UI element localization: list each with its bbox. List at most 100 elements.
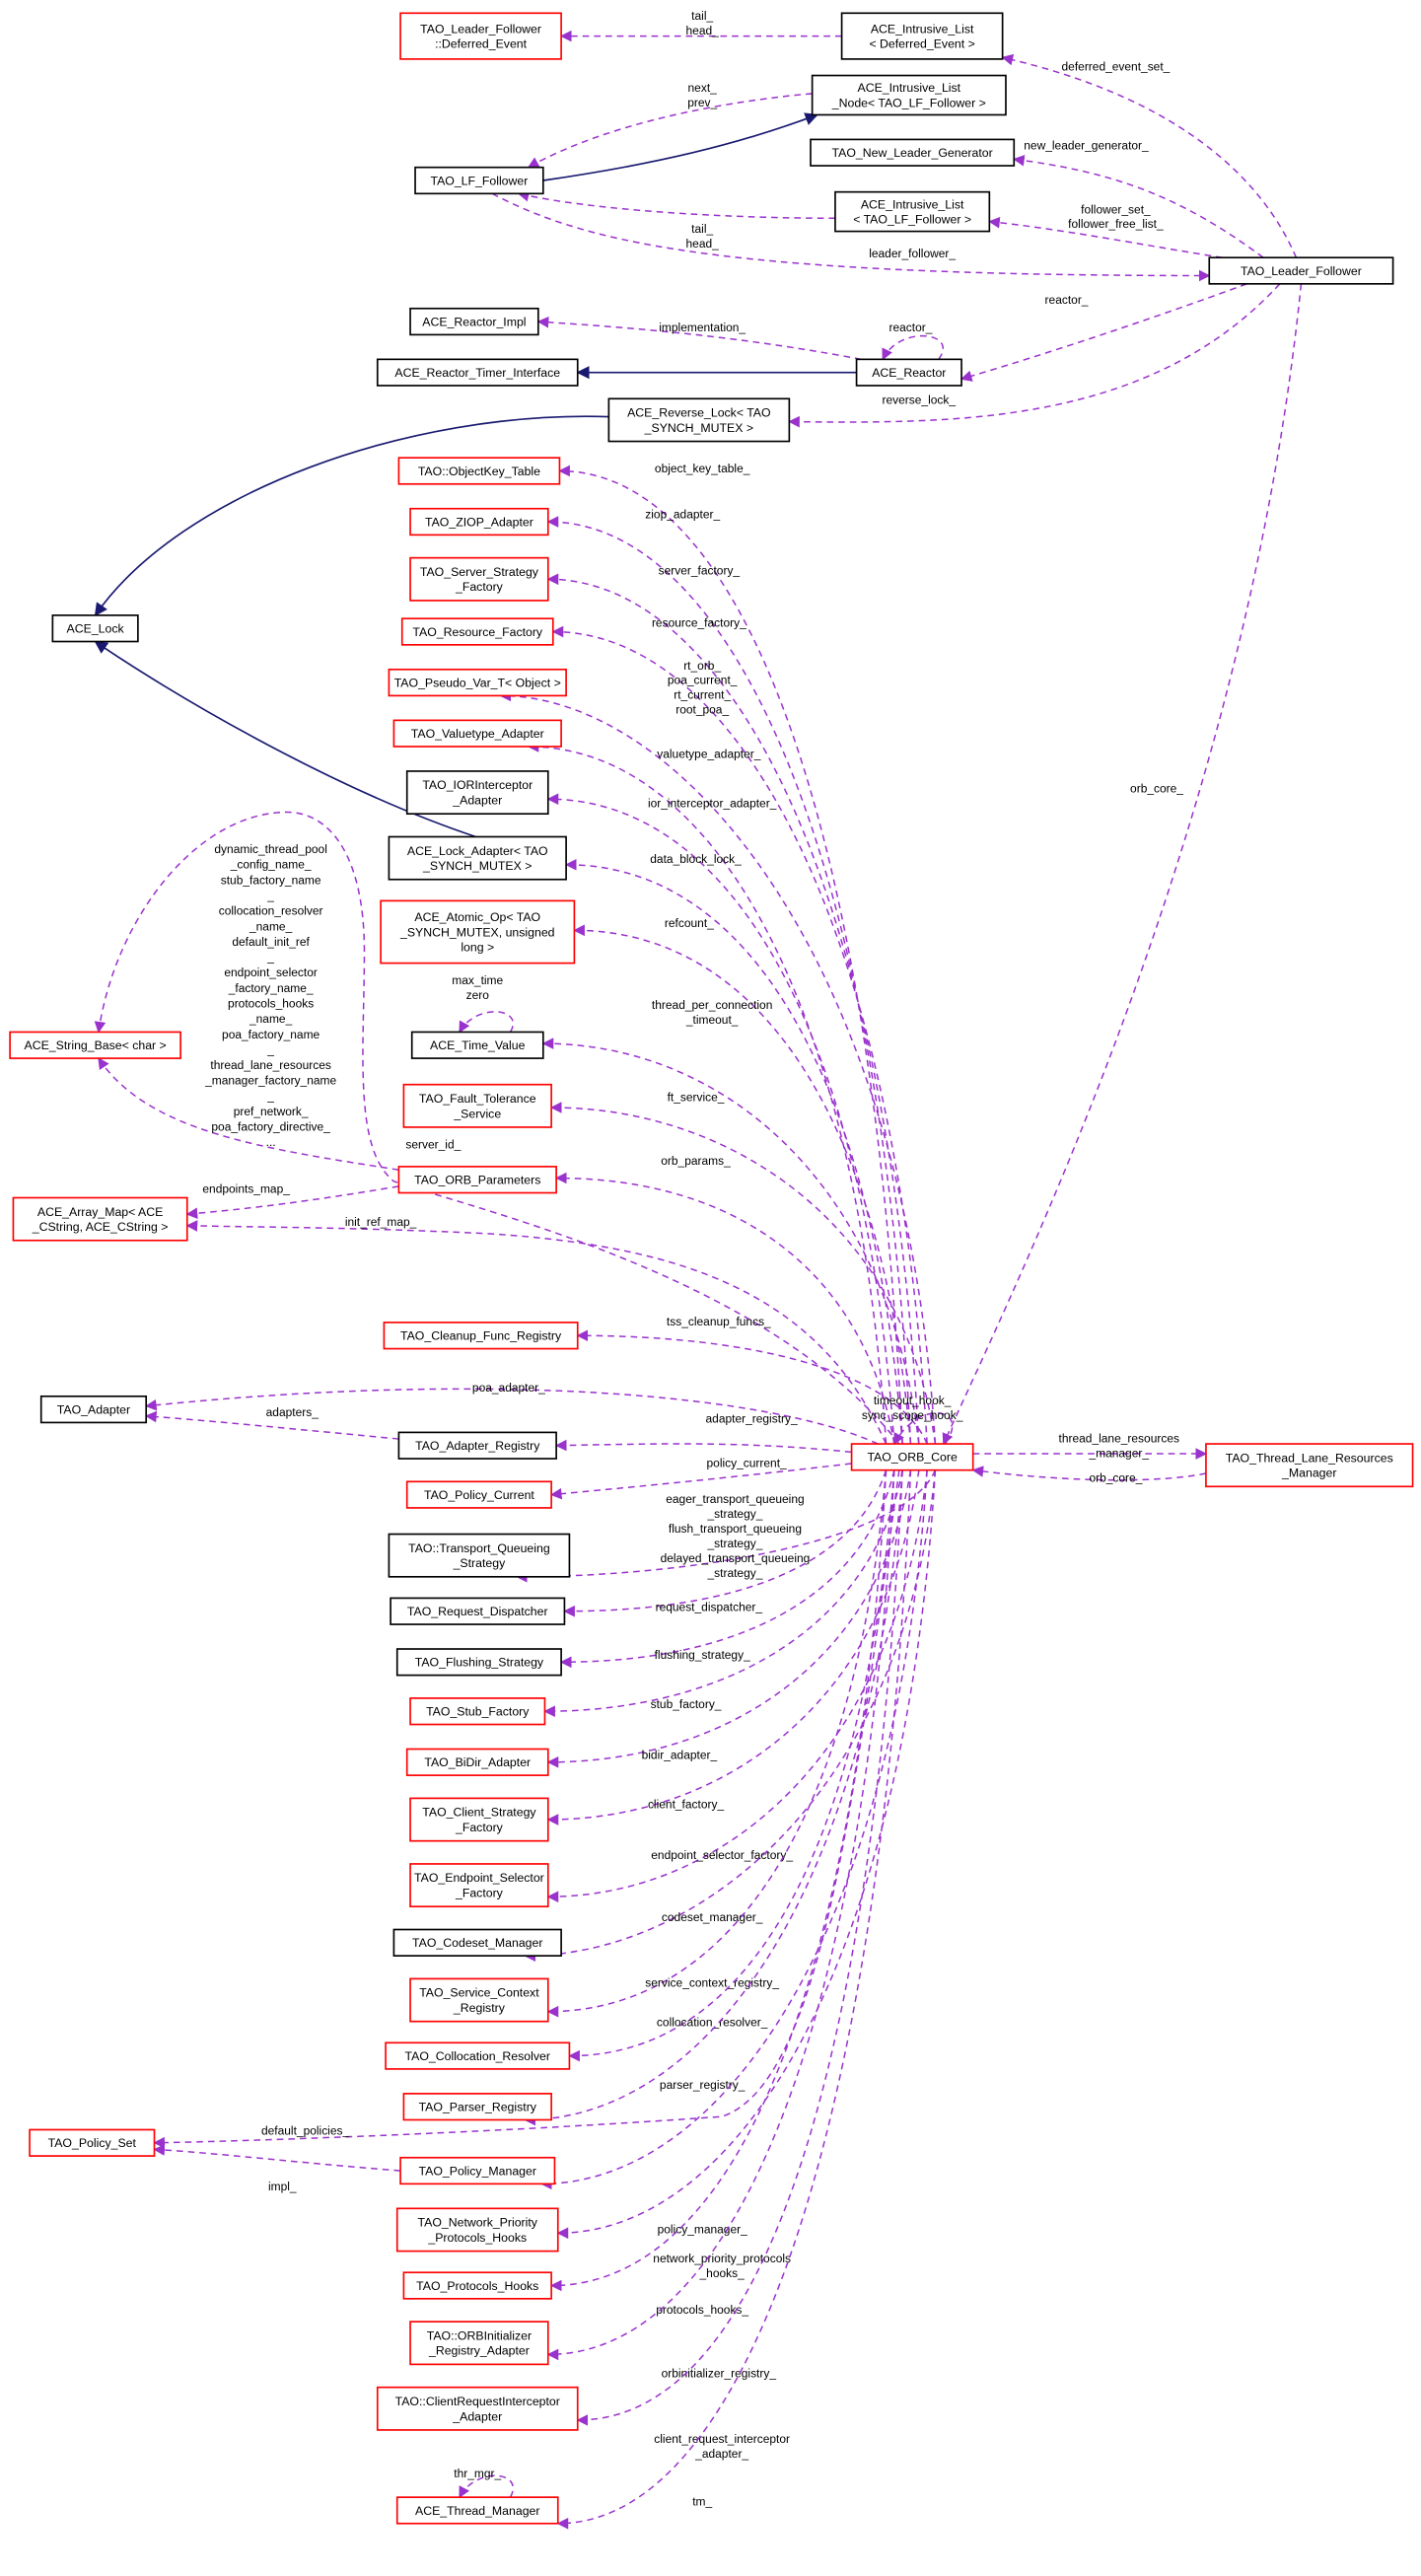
class-node-client-strategy[interactable]: TAO_Client_Strategy_Factory (409, 1797, 549, 1842)
class-node-cri-adapter[interactable]: TAO::ClientRequestInterceptor_Adapter (376, 2386, 579, 2431)
class-node-orb-params[interactable]: TAO_ORB_Parameters (397, 1166, 557, 1194)
class-name: TAO_Flushing_Strategy (415, 1656, 544, 1670)
class-name: _Registry (453, 2001, 506, 2015)
class-node-reverse-lock[interactable]: ACE_Reverse_Lock< TAO_SYNCH_MUTEX > (607, 397, 791, 443)
class-name: _Factory (455, 1821, 504, 1834)
class-node-stub-factory[interactable]: TAO_Stub_Factory (409, 1697, 546, 1726)
class-name: _Node< TAO_LF_Follower > (831, 96, 986, 109)
edge-label: refcount_ (665, 916, 714, 930)
class-node-policy-set[interactable]: TAO_Policy_Set (29, 2128, 156, 2157)
class-box (390, 1597, 566, 1625)
class-node-bidir[interactable]: TAO_BiDir_Adapter (405, 1748, 549, 1776)
class-box (409, 1863, 549, 1908)
nodes-layer: TAO_Leader_Follower::Deferred_EventACE_I… (9, 12, 1414, 2525)
class-name: ACE_Reactor_Impl (422, 315, 526, 328)
class-node-orbinitializer[interactable]: TAO::ORBInitializer_Registry_Adapter (409, 2321, 549, 2366)
class-box (834, 190, 991, 233)
class-box (376, 2386, 579, 2431)
edge-orb_core-to-pseudo_var: rt_orb_poa_current_rt_current_root_poa_ (499, 659, 937, 1445)
class-node-service-context[interactable]: TAO_Service_Context_Registry (409, 1977, 549, 2023)
class-node-policy-current[interactable]: TAO_Policy_Current (405, 1480, 552, 1509)
class-box (9, 1031, 181, 1059)
class-box (402, 2271, 552, 2300)
class-node-transport-queueing[interactable]: TAO::Transport_Queueing_Strategy (388, 1533, 571, 1578)
edge-label: max_time (452, 973, 503, 987)
class-name: TAO_ZIOP_Adapter (425, 515, 533, 529)
class-node-lock-adapter[interactable]: ACE_Lock_Adapter< TAO_SYNCH_MUTEX > (388, 835, 567, 881)
class-node-policy-manager[interactable]: TAO_Policy_Manager (399, 2156, 556, 2185)
class-node-objectkey[interactable]: TAO::ObjectKey_Table (397, 457, 561, 485)
usage-arrow (536, 316, 862, 361)
class-node-thread-lane[interactable]: TAO_Thread_Lane_Resources_Manager (1205, 1443, 1414, 1488)
usage-arrow (942, 283, 1303, 1446)
class-node-atomic-op[interactable]: ACE_Atomic_Op< TAO_SYNCH_MUTEX, unsigned… (380, 899, 576, 965)
class-node-dl-list[interactable]: ACE_Intrusive_List< Deferred_Event > (840, 12, 1004, 60)
edge-label: _name_ (249, 1012, 293, 1026)
class-box (395, 2496, 559, 2525)
usage-arrow (499, 689, 937, 1445)
usage-arrow (549, 1469, 888, 2292)
class-node-string-base[interactable]: ACE_String_Base< char > (9, 1031, 181, 1059)
class-box (399, 12, 562, 60)
edge-orb_core-to-adapter_registry: adapter_registry_ (554, 1411, 852, 1454)
class-node-orb-core[interactable]: TAO_ORB_Core (850, 1443, 974, 1471)
class-node-codeset[interactable]: TAO_Codeset_Manager (392, 1928, 562, 1957)
edge-orb_core-to-valuetype: valuetype_adapter_ (527, 741, 888, 1445)
class-node-endpoint-selector[interactable]: TAO_Endpoint_Selector_Factory (409, 1863, 549, 1908)
class-node-fault-tolerance[interactable]: TAO_Fault_Tolerance_Service (402, 1083, 552, 1128)
class-node-resource-factory[interactable]: TAO_Resource_Factory (400, 617, 554, 646)
class-node-reactor-impl[interactable]: ACE_Reactor_Impl (409, 307, 539, 336)
class-node-timer-iface[interactable]: ACE_Reactor_Timer_Interface (376, 358, 579, 387)
class-box (410, 1031, 544, 1059)
edge-label: pref_network_ (234, 1105, 309, 1118)
class-node-thread-manager[interactable]: ACE_Thread_Manager (395, 2496, 559, 2525)
class-node-adapter-registry[interactable]: TAO_Adapter_Registry (397, 1431, 557, 1460)
class-node-ace-lock[interactable]: ACE_Lock (51, 614, 139, 643)
edge-leader_follower-to-reverse_lock: reverse_lock_ (788, 283, 1281, 428)
class-node-parser[interactable]: TAO_Parser_Registry (402, 2093, 552, 2121)
class-box (405, 1748, 549, 1776)
class-node-leader-follower[interactable]: TAO_Leader_Follower (1208, 256, 1394, 285)
edge-label: flush_transport_queueing (669, 1522, 802, 1536)
class-node-tao-adapter[interactable]: TAO_Adapter (39, 1395, 148, 1424)
class-node-iorinterceptor[interactable]: TAO_IORInterceptor_Adapter (405, 770, 549, 816)
class-name: TAO_Leader_Follower (420, 22, 541, 36)
class-name: _Adapter (452, 2409, 502, 2423)
edge-orb_core-to-codeset: codeset_manager_ (524, 1469, 937, 1962)
edge-label: orbinitializer_registry_ (662, 2367, 777, 2381)
edge-label: policy_current_ (707, 1456, 788, 1469)
class-box (409, 1697, 546, 1726)
class-node-protocols-hooks[interactable]: TAO_Protocols_Hooks (402, 2271, 552, 2300)
usage-arrow (788, 283, 1281, 428)
edge-label: thr_mgr_ (454, 2467, 501, 2480)
class-node-array-map[interactable]: ACE_Array_Map< ACE_CString, ACE_CString … (12, 1196, 188, 1242)
edge-lf_list-to-lf_follower: tail_head_ (517, 189, 835, 250)
class-node-flushing[interactable]: TAO_Flushing_Strategy (395, 1648, 562, 1677)
class-node-valuetype[interactable]: TAO_Valuetype_Adapter (392, 719, 562, 748)
class-node-server-strategy[interactable]: TAO_Server_Strategy_Factory (409, 556, 549, 602)
class-node-ziop[interactable]: TAO_ZIOP_Adapter (409, 507, 549, 537)
class-node-network-priority[interactable]: TAO_Network_Priority_Protocols_Hooks (395, 2207, 559, 2253)
class-node-pseudo-var[interactable]: TAO_Pseudo_Var_T< Object > (388, 668, 567, 697)
edge-label: _manager_ (1088, 1446, 1149, 1460)
edge-label: ... (266, 1135, 276, 1149)
class-box (405, 770, 549, 816)
class-node-cleanup[interactable]: TAO_Cleanup_Func_Registry (383, 1322, 579, 1350)
class-node-request-dispatcher[interactable]: TAO_Request_Dispatcher (390, 1597, 566, 1625)
edge-label: collocation_resolver_ (657, 2016, 768, 2030)
class-box (402, 1083, 552, 1128)
class-node-time-value[interactable]: ACE_Time_Value (410, 1031, 544, 1059)
class-node-collocation[interactable]: TAO_Collocation_Resolver (385, 2041, 571, 2070)
class-node-list-node[interactable]: ACE_Intrusive_List_Node< TAO_LF_Follower… (811, 74, 1007, 116)
class-node-reactor[interactable]: ACE_Reactor (855, 358, 962, 387)
class-node-lf-list[interactable]: ACE_Intrusive_List< TAO_LF_Follower > (834, 190, 991, 233)
inheritance-arrow (94, 415, 609, 616)
edge-orb_core-to-policy_manager: policy_manager_ (539, 1469, 928, 2236)
class-node-lf-follower[interactable]: TAO_LF_Follower (414, 166, 544, 195)
edge-label: client_request_interceptor (654, 2432, 790, 2446)
usage-arrow (988, 216, 1223, 258)
class-node-deferred-event[interactable]: TAO_Leader_Follower::Deferred_Event (399, 12, 562, 60)
edge-thread_lane-to-orb_core: orb_core_ (971, 1466, 1207, 1484)
usage-arrow (971, 1466, 1207, 1481)
class-node-nlg[interactable]: TAO_New_Leader_Generator (810, 138, 1016, 167)
